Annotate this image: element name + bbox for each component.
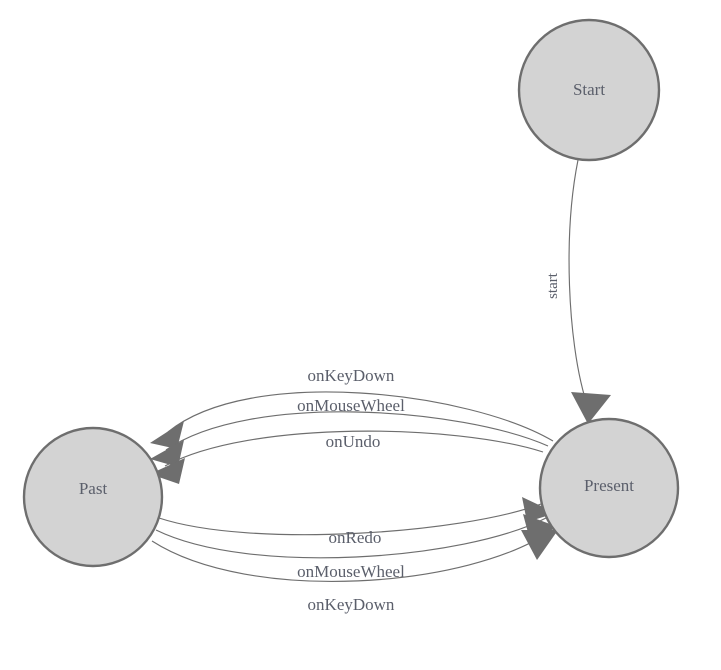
state-node-start-circle [517,18,661,162]
edge-label-past-to-present-1: onRedo [329,528,382,547]
edge-label-start: start [545,272,561,299]
edge-path-present-to-past-1 [167,391,554,442]
edge-past-to-present-onredo[interactable]: onRedo [158,497,556,547]
arrowhead-start-to-present [571,392,611,424]
state-node-past-circle [22,426,164,568]
edge-label-present-to-past-3: onUndo [326,432,381,451]
state-node-start-label: Start [573,80,605,99]
edge-path-past-to-present-3 [151,529,553,582]
edge-label-present-to-past-1: onKeyDown [308,366,395,385]
edge-path-past-to-present-2 [155,517,547,559]
edge-label-past-to-present-2: onMouseWheel [297,562,405,581]
state-node-past[interactable]: Past [22,426,164,568]
edge-present-to-past-onundo[interactable]: onUndo [150,430,544,484]
edge-past-to-present-onkeydown[interactable]: onKeyDown [151,529,558,614]
edge-present-to-past-onkeydown[interactable]: onKeyDown [150,366,554,449]
state-node-present[interactable]: Present [538,417,680,559]
state-node-present-label: Present [584,476,634,495]
arrowhead-past-to-present-3 [521,530,558,560]
edge-past-to-present-onmousewheel[interactable]: onMouseWheel [155,514,558,581]
edge-path-present-to-past-2 [165,411,549,451]
edge-path-present-to-past-3 [164,430,544,467]
arrowhead-present-to-past-1 [150,421,184,449]
state-node-present-circle [538,417,680,559]
edge-start-to-present[interactable]: start [545,159,611,424]
edge-present-to-past-onmousewheel[interactable]: onMouseWheel [150,396,549,467]
edge-label-past-to-present-3: onKeyDown [308,595,395,614]
arrowhead-past-to-present-1 [522,497,556,522]
state-node-past-label: Past [79,479,108,498]
arrowhead-present-to-past-3 [150,458,185,484]
edge-label-present-to-past-2: onMouseWheel [297,396,405,415]
state-node-start[interactable]: Start [517,18,661,162]
edge-path-past-to-present-1 [158,503,542,536]
edge-path-start-to-present [568,159,586,399]
